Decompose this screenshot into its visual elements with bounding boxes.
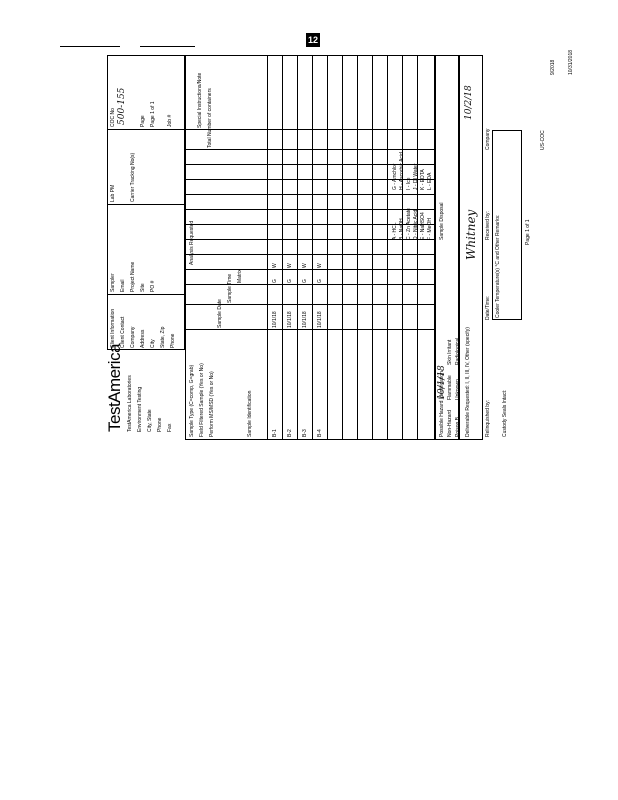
lab-pm-label: Lab PM — [110, 184, 116, 202]
header-matrix: Matrix — [237, 269, 243, 283]
lab-address-line: Phone — [157, 417, 163, 432]
lab-address-line: Fax — [167, 423, 173, 432]
lab-address-line: TestAmerica Laboratories — [127, 375, 133, 432]
datetime-label: Date/Time: — [485, 295, 491, 320]
sample-date: 10/1/18 — [317, 311, 323, 328]
custody-label: Custody Seals Intact: — [502, 389, 508, 437]
preservation-code: F - MeOH — [427, 218, 433, 240]
handwritten-date: 10/1/18 — [437, 365, 447, 400]
sample-matrix: W — [302, 263, 308, 268]
client-info-label: Client Information — [110, 308, 116, 348]
header-ms-msd: Perform MS/MSD (Yes or No) — [209, 371, 215, 437]
header-rule — [140, 46, 195, 47]
lab-address-line: City, State — [147, 409, 153, 432]
sample-id: B-2 — [287, 429, 293, 437]
lab-address-line: Environment Testing — [137, 386, 143, 432]
received-label: Received by: — [485, 211, 491, 240]
sampler-label: Sampler — [110, 273, 116, 292]
sample-type: G — [317, 279, 323, 283]
header-special-instructions: Special Instructions/Note — [197, 72, 203, 128]
sample-type: G — [272, 279, 278, 283]
chain-of-custody-form: TestAmerica TestAmerica Laboratories Env… — [105, 55, 522, 440]
carrier-label: Carrier Tracking No(s) — [130, 152, 136, 202]
preservation-code: A - HCL — [392, 222, 398, 240]
sample-date: 10/1/18 — [272, 311, 278, 328]
sample-date: 10/1/18 — [287, 311, 293, 328]
document-id: US-COC — [540, 130, 546, 150]
preservation-code: I - Ice — [406, 177, 412, 190]
divider — [107, 129, 185, 130]
site-label: Site — [140, 283, 146, 292]
phone-label: Phone — [170, 333, 176, 348]
page-reference: Page 1 of 1 — [525, 219, 531, 245]
preservation-code: J - DI Water — [413, 163, 419, 190]
sample-type: G — [287, 279, 293, 283]
job-label: Job # — [167, 114, 173, 127]
preservation-code: K - EDTA — [420, 169, 426, 190]
state-zip-label: State, Zip — [160, 326, 166, 348]
preservation-code: H - Ascorbic Acid — [399, 152, 405, 190]
company-label: Company — [485, 128, 491, 150]
project-name-label: Project Name — [130, 261, 136, 292]
sample-matrix: W — [287, 263, 293, 268]
preservation-code: B - NaOH — [399, 218, 405, 240]
sample-type: G — [302, 279, 308, 283]
sample-table — [185, 55, 435, 440]
relinquished-label: Relinquished by: — [485, 400, 491, 437]
preservation-code: D - Nitric Acid — [413, 209, 419, 240]
po-label: PO # — [150, 280, 156, 292]
preservation-code: C - Zn Acetate — [406, 208, 412, 240]
page-label: Page — [140, 115, 146, 127]
preservation-code: E - NaHSO4 — [420, 212, 426, 240]
coc-number: 500-155 — [117, 87, 127, 125]
header-analysis: Analysis Requested — [189, 220, 195, 265]
testamerica-logo: TestAmerica — [105, 343, 124, 432]
sample-id: B-3 — [302, 429, 308, 437]
sample-matrix: W — [317, 263, 323, 268]
form-date: 9/2018 — [550, 59, 556, 75]
cooler-label: Cooler Temperature(s) °C and Other Remar… — [495, 214, 501, 318]
header-sample-date: Sample Date — [217, 299, 223, 328]
header-containers: Total Number of containers — [207, 88, 213, 148]
sample-matrix: W — [272, 263, 278, 268]
coc-label: COC No — [110, 108, 116, 127]
preservation-code: L - EDA — [427, 172, 433, 190]
company-label: Company — [130, 326, 136, 348]
address-label: Address — [140, 329, 146, 348]
city-label: City — [150, 339, 156, 348]
sample-id: B-4 — [317, 429, 323, 437]
sample-id: B-1 — [272, 429, 278, 437]
header-field-filtered: Field Filtered Sample (Yes or No) — [199, 363, 205, 437]
page-value: Page 1 of 1 — [150, 101, 156, 127]
email-label: Email — [120, 279, 126, 292]
handwritten-date: 10/2/18 — [464, 85, 474, 120]
header-sample-id: Sample Identification — [247, 390, 253, 437]
preservation-code: G - Amchlor — [392, 163, 398, 190]
client-contact-label: Client Contact — [120, 316, 126, 348]
header-rule — [60, 46, 120, 47]
side-note: 10/31/2018 — [568, 49, 574, 75]
page-tag: 12 — [306, 33, 320, 47]
sample-date: 10/1/18 — [302, 311, 308, 328]
header-sample-type: Sample Type (C=comp, G=grab) — [189, 364, 195, 437]
divider — [107, 294, 185, 295]
header-sample-time: Sample Time — [227, 273, 233, 303]
signature: Whitney — [464, 209, 478, 260]
divider — [107, 204, 185, 205]
